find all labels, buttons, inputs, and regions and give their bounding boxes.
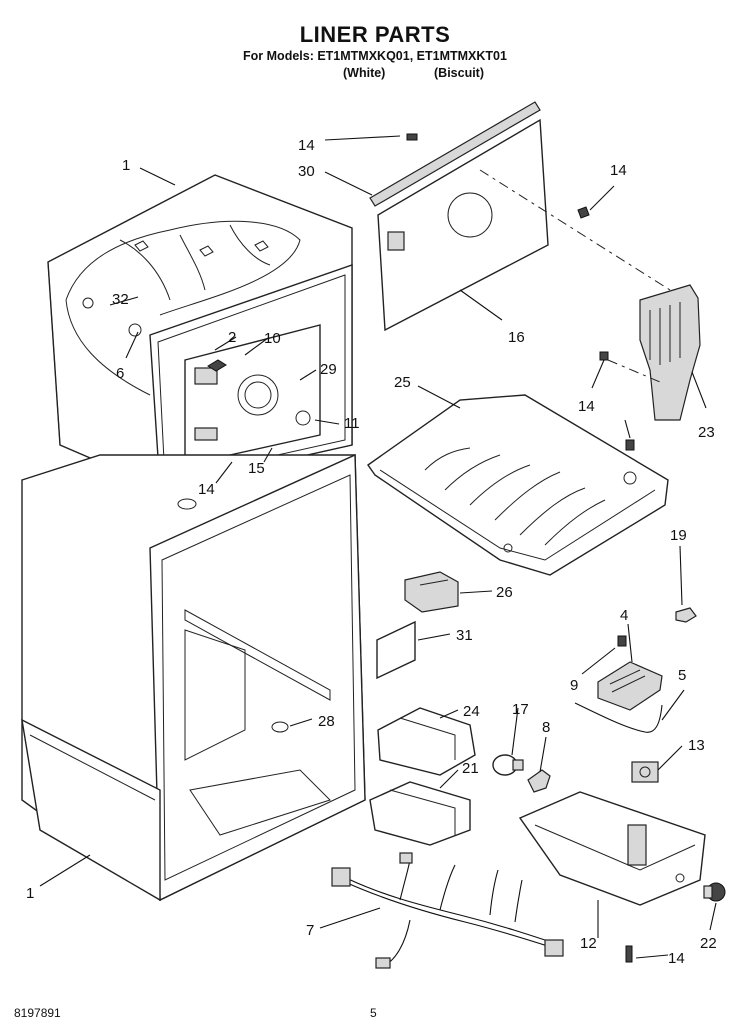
- color-white-label: (White): [343, 66, 386, 80]
- callout-16: 16: [508, 329, 525, 346]
- callout-10: 10: [264, 330, 281, 347]
- page-title: LINER PARTS: [299, 22, 451, 47]
- light-bulb: [492, 754, 524, 776]
- small-fastener: [675, 607, 697, 623]
- document-number: 8197891: [14, 1006, 61, 1020]
- callout-26: 26: [496, 584, 513, 601]
- evaporator-cover: [184, 324, 321, 466]
- thermostat: [631, 761, 659, 783]
- callout-25: 25: [394, 374, 411, 391]
- callout-labels: 1 14 30 14 32 2 10 16 6 29 25 14 11 23 1…: [26, 137, 717, 967]
- callout-14-b: 14: [610, 162, 627, 179]
- screw-bottom: [625, 945, 633, 963]
- refrigerator-liner: [21, 453, 366, 902]
- bracket: [376, 620, 416, 680]
- crisper-shelf: [367, 394, 669, 576]
- callout-30: 30: [298, 163, 315, 180]
- knob: [703, 882, 726, 902]
- alignment-line-b: [607, 359, 661, 383]
- air-duct: [639, 284, 701, 421]
- callout-19: 19: [670, 527, 687, 544]
- control-housing: [369, 707, 476, 846]
- screws-top: [406, 133, 635, 451]
- callout-14-a: 14: [298, 137, 315, 154]
- callout-6: 6: [116, 365, 124, 382]
- callout-1-top: 1: [122, 157, 130, 174]
- callout-2: 2: [228, 329, 236, 346]
- callout-29: 29: [320, 361, 337, 378]
- drip-tray: [518, 791, 706, 906]
- callout-5: 5: [678, 667, 686, 684]
- capillary-tube: [574, 702, 663, 733]
- callout-15: 15: [248, 460, 265, 477]
- callout-17: 17: [512, 701, 529, 718]
- callout-14-d: 14: [198, 481, 215, 498]
- callout-11: 11: [344, 415, 360, 432]
- callout-12: 12: [580, 935, 597, 952]
- callout-7: 7: [306, 922, 314, 939]
- callout-8: 8: [542, 719, 550, 736]
- control-plate: [597, 635, 663, 711]
- callout-21: 21: [462, 760, 479, 777]
- page-number: 5: [370, 1006, 377, 1020]
- leader-lines: [39, 135, 717, 959]
- callout-22: 22: [700, 935, 717, 952]
- wiring-harness: [331, 852, 564, 969]
- callout-24: 24: [463, 703, 480, 720]
- callout-23: 23: [698, 424, 715, 441]
- clip: [527, 769, 551, 793]
- callout-31: 31: [456, 627, 473, 644]
- callout-13: 13: [688, 737, 705, 754]
- callout-14-c: 14: [578, 398, 595, 415]
- rear-panel: [369, 101, 549, 332]
- alignment-line-a: [479, 169, 671, 291]
- callout-32: 32: [112, 291, 129, 308]
- model-list: For Models: ET1MTMXKQ01, ET1MTMXKT01: [243, 49, 507, 63]
- callout-9: 9: [570, 677, 578, 694]
- callout-28: 28: [318, 713, 335, 730]
- callout-1-bottom: 1: [26, 885, 34, 902]
- color-biscuit-label: (Biscuit): [434, 66, 484, 80]
- callout-14-e: 14: [668, 950, 685, 967]
- callout-4: 4: [620, 607, 628, 624]
- light-housing: [404, 571, 459, 613]
